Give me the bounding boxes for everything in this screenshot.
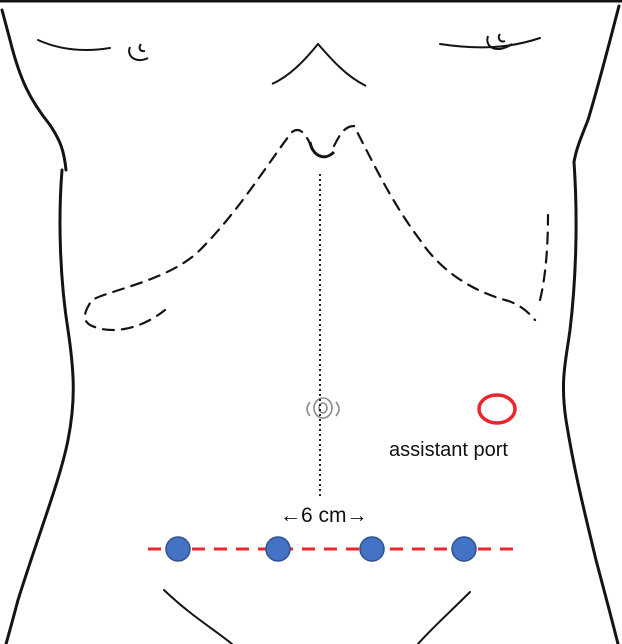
left-inguinal-line [164,590,232,644]
left-pectoral-line [38,40,110,50]
port-spacing-label: ←6 cm→ [280,505,368,526]
left-torso-side [6,170,73,644]
right-inguinal-line [418,592,470,644]
umbilicus-icon [307,398,339,418]
right-torso-side [563,162,618,644]
assistant-port-label: assistant port [388,440,509,460]
robotic-port-2 [266,537,290,561]
left-arm-outline [2,10,66,170]
robotic-ports [166,537,476,561]
right-arm-outline [574,6,619,162]
left-nipple-icon [129,44,148,60]
sternal-notch [272,44,366,86]
robotic-port-3 [360,537,384,561]
right-costal-margin [334,126,548,320]
costal-margin-dashed [85,126,548,330]
assistant-port-marker [479,395,515,423]
robotic-port-4 [452,537,476,561]
robotic-port-1 [166,537,190,561]
xiphoid-notch [310,142,334,157]
left-costal-margin [85,130,312,330]
